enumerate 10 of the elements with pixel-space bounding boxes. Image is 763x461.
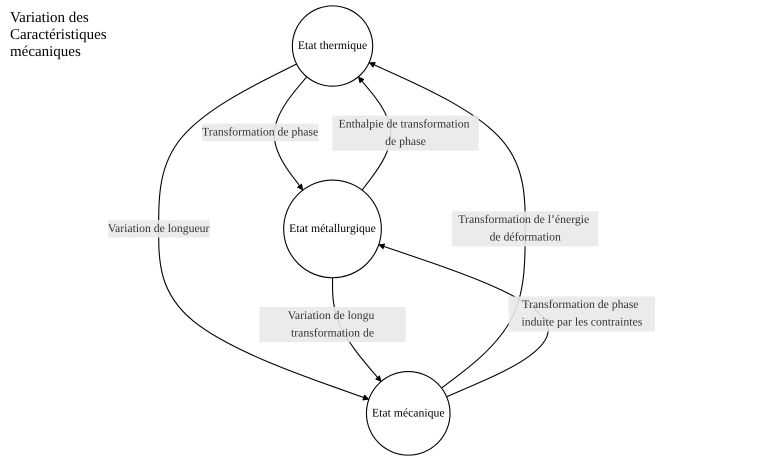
edge-label: Variation de longu transformation de xyxy=(288,309,374,340)
node-circle: Etat métallurgique xyxy=(283,179,382,278)
edge-label: Enthalpie de transformation de phase xyxy=(338,118,470,148)
edge-label: Transformation de phase xyxy=(202,126,318,138)
edge-label: Variation de longueur xyxy=(108,222,210,235)
arrow xyxy=(158,64,370,400)
node-circle: Etat thermique xyxy=(292,5,374,87)
edge-label: Transformation de l’énergie de déformation xyxy=(458,213,590,244)
node-circle: Etat mécanique xyxy=(366,371,451,456)
edge-label: Transformation de phase induite par les contraintes xyxy=(521,298,642,329)
